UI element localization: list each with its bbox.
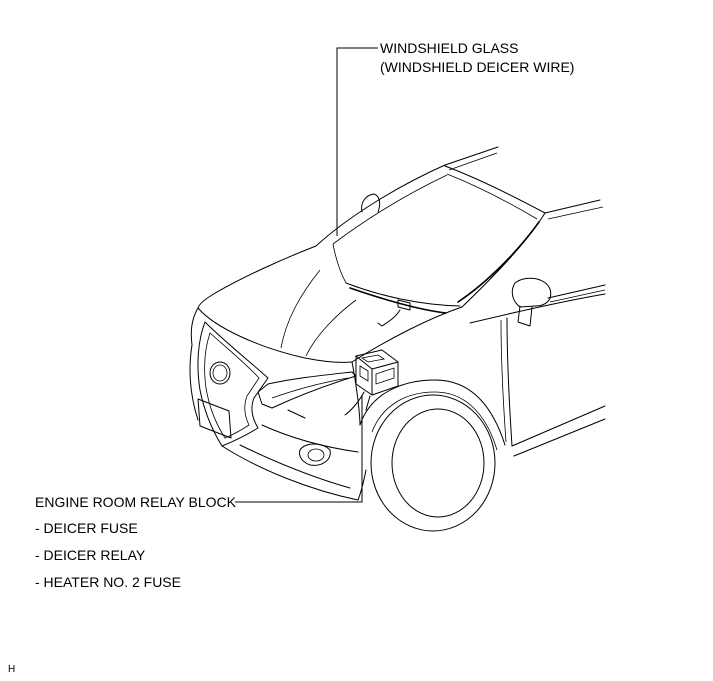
front-tire bbox=[370, 394, 496, 532]
windshield-glass-left-edge bbox=[332, 243, 347, 284]
door-lower-line bbox=[511, 405, 606, 447]
windshield-header-inner bbox=[446, 173, 538, 220]
deicer-wire-connector bbox=[377, 299, 411, 327]
bumper-upper-line bbox=[261, 424, 359, 453]
relay-block-front-face bbox=[355, 355, 373, 396]
door-front-edge bbox=[506, 317, 513, 447]
relay-block-item-deicer-relay: - DEICER RELAY bbox=[35, 547, 146, 563]
near-fender-front-edge bbox=[351, 361, 361, 426]
license-plate bbox=[197, 398, 232, 439]
far-roof-rail-inner bbox=[448, 152, 498, 171]
side-marker bbox=[287, 409, 306, 419]
relay-block-harness bbox=[344, 391, 371, 416]
emblem bbox=[209, 361, 231, 385]
cowl-line bbox=[345, 282, 461, 307]
relay-block-item-deicer-fuse: - DEICER FUSE bbox=[35, 520, 138, 536]
window-lower-trim bbox=[549, 289, 606, 303]
front-bumper-lower bbox=[221, 445, 359, 501]
wheel-rim bbox=[391, 408, 485, 518]
vehicle-side-body bbox=[469, 277, 606, 457]
windshield-header bbox=[444, 165, 546, 214]
far-roof-rail bbox=[444, 146, 499, 166]
fog-light-lens bbox=[307, 448, 325, 462]
headlight-inner bbox=[271, 377, 349, 399]
windshield-leader-line bbox=[336, 47, 378, 236]
windshield-label: WINDSHIELD GLASS bbox=[380, 40, 518, 56]
body-character-line bbox=[469, 293, 606, 324]
deicer-relay bbox=[359, 365, 369, 382]
windshield-deicer-wire bbox=[349, 287, 447, 314]
fender-rear-edge bbox=[500, 319, 507, 443]
near-a-pillar-outer bbox=[461, 212, 546, 308]
hood-crease-left bbox=[280, 269, 321, 349]
corner-code: H bbox=[8, 664, 15, 675]
headlight bbox=[257, 371, 357, 409]
near-roof-edge bbox=[544, 199, 601, 214]
bumper-near-corner bbox=[357, 469, 367, 501]
far-side-mirror bbox=[361, 193, 381, 213]
wheel-arch bbox=[359, 379, 506, 446]
near-roof-drip-rail bbox=[547, 206, 604, 220]
relay-block-side-face bbox=[371, 361, 399, 396]
front-wheel bbox=[359, 379, 506, 532]
lower-air-intake bbox=[239, 444, 351, 489]
deicer-connector-wire bbox=[377, 309, 401, 327]
front-far-corner bbox=[189, 307, 199, 421]
front-fascia bbox=[197, 321, 367, 501]
emblem-inner bbox=[212, 364, 228, 382]
hood bbox=[189, 245, 463, 421]
hood-far-edge bbox=[197, 245, 317, 309]
relay-block-leader-line bbox=[235, 396, 363, 503]
deicer-fuse bbox=[375, 367, 395, 385]
relay-block-item-heater-fuse: - HEATER NO. 2 FUSE bbox=[35, 574, 181, 590]
wheel-arch-inner bbox=[371, 391, 498, 451]
windshield-glass-top-edge bbox=[332, 174, 448, 245]
spindle-grille bbox=[197, 321, 269, 447]
fog-light bbox=[299, 443, 331, 466]
rocker-panel-line bbox=[513, 418, 606, 457]
side-mirror-stalk bbox=[517, 305, 533, 327]
beltline bbox=[547, 284, 606, 299]
relay-block-label: ENGINE ROOM RELAY BLOCK bbox=[35, 494, 237, 510]
far-a-pillar bbox=[315, 164, 446, 247]
hood-crease-right bbox=[305, 299, 357, 357]
deicer-connector bbox=[397, 299, 411, 311]
hood-front-edge bbox=[197, 307, 353, 363]
relay-block-top-face bbox=[355, 349, 399, 370]
heater-fuse bbox=[360, 354, 386, 363]
spindle-grille-inner bbox=[204, 332, 260, 439]
roof-and-windshield bbox=[315, 146, 604, 314]
hood-near-shut-line bbox=[351, 306, 463, 363]
near-side-mirror bbox=[511, 277, 552, 308]
windshield-sublabel: (WINDSHIELD DEICER WIRE) bbox=[380, 59, 574, 75]
near-a-pillar-trim bbox=[457, 221, 540, 303]
engine-room-relay-block bbox=[344, 349, 399, 416]
